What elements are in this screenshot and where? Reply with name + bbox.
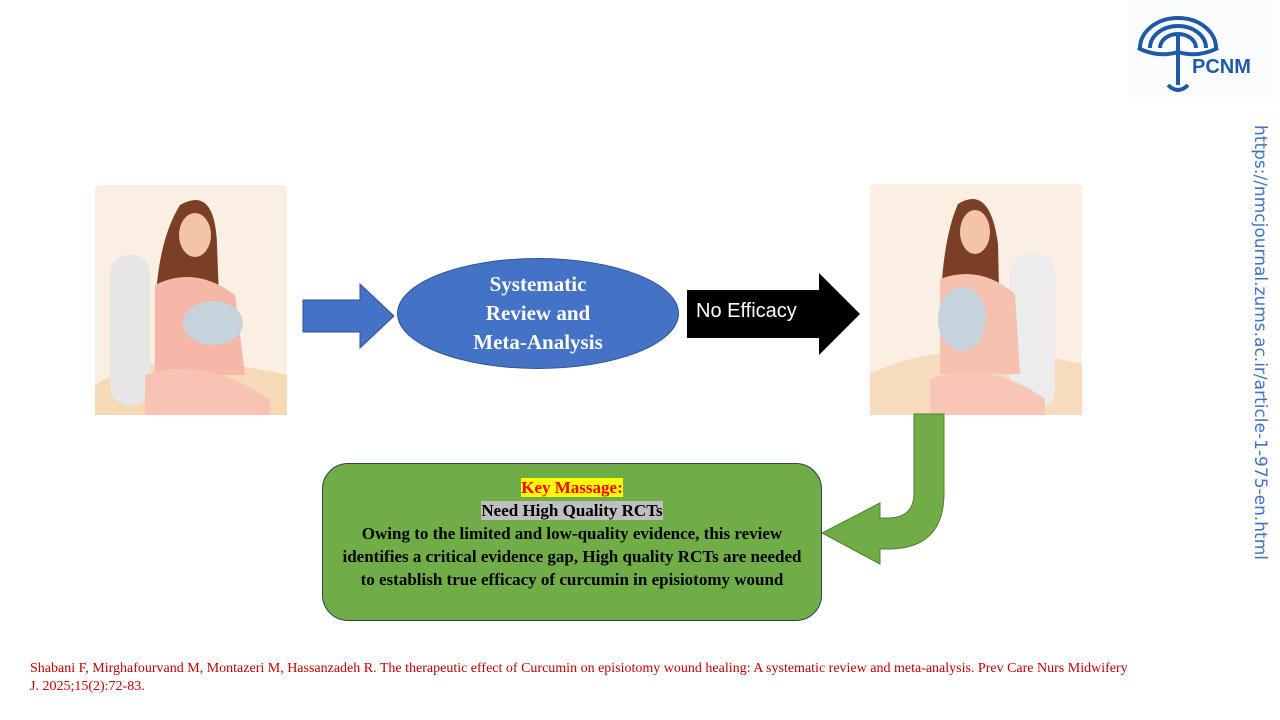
key-message-box: Key Massage: Need High Quality RCTs Owin… bbox=[322, 463, 822, 621]
key-message-title: Key Massage: bbox=[521, 478, 623, 497]
node-line-1: Systematic bbox=[489, 272, 587, 296]
node-line-2: Review and bbox=[485, 301, 591, 325]
journal-url[interactable]: https://nmcjournal.zums.ac.ir/article-1-… bbox=[1250, 125, 1270, 561]
citation: Shabani F, Mirghafourvand M, Montazeri M… bbox=[30, 661, 1128, 694]
mother-holding-baby-illustration bbox=[870, 184, 1082, 415]
no-efficacy-arrow bbox=[687, 273, 860, 355]
node-line-3: Meta-Analysis bbox=[473, 330, 603, 354]
logo-text: PCNM bbox=[1192, 56, 1251, 78]
pcnm-logo bbox=[1128, 0, 1278, 102]
curved-down-left-arrow bbox=[820, 413, 945, 565]
key-message-body: Owing to the limited and low-quality evi… bbox=[342, 524, 802, 589]
mother-breastfeeding-illustration bbox=[95, 185, 287, 415]
right-arrow-blue bbox=[302, 283, 395, 349]
key-message-subtitle: Need High Quality RCTs bbox=[481, 501, 663, 520]
no-efficacy-label: No Efficacy bbox=[696, 300, 797, 322]
caduceus-icon bbox=[1137, 16, 1219, 92]
